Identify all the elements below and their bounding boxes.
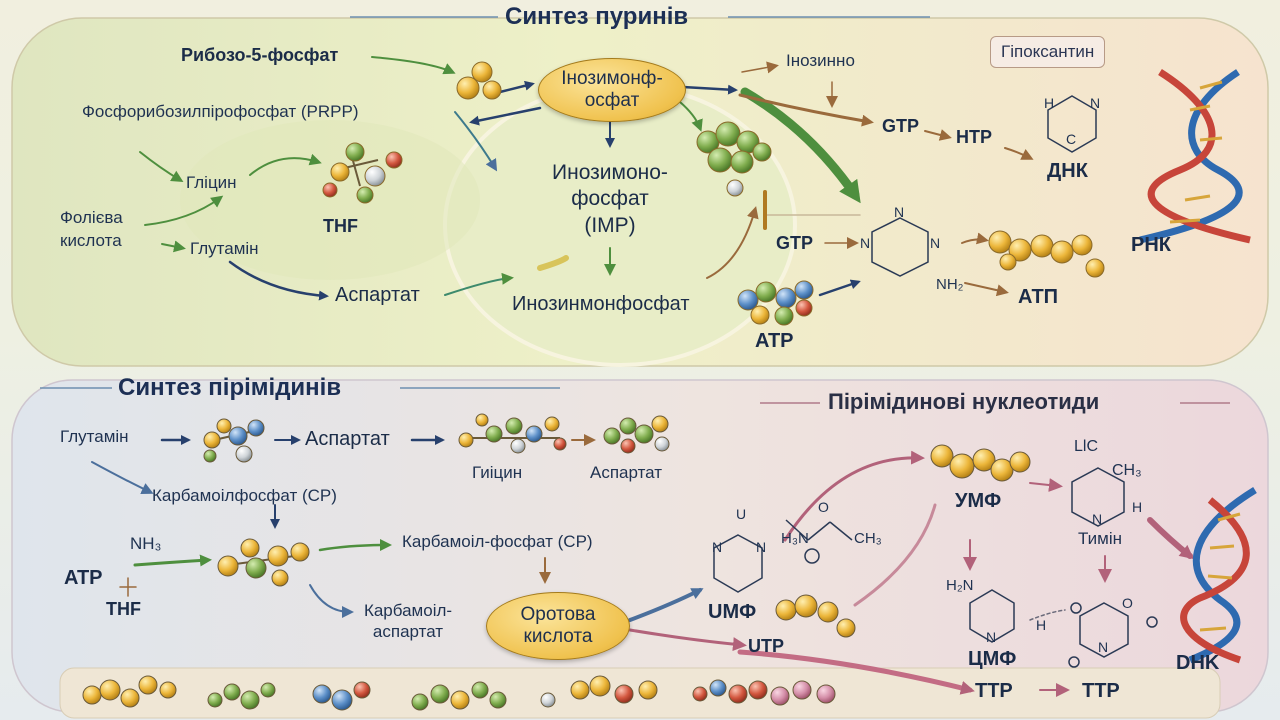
pyr-ring-h-thymine: H bbox=[1132, 499, 1143, 515]
label-folic-acid-line2: кислота bbox=[60, 231, 122, 250]
pyr-label-aspartate-1: Аспартат bbox=[305, 428, 390, 450]
ring-atom-h: H bbox=[1044, 95, 1055, 111]
pyr-label-carbamoyl-phosphate-2: Карбамоіл-фосфат (CP) bbox=[402, 532, 593, 551]
ring-atom-n-top: N bbox=[894, 204, 905, 220]
label-rna: РНК bbox=[1131, 234, 1171, 256]
pyr-ring-o-ttp: O bbox=[1122, 595, 1133, 611]
label-inosine-monophosphate: Инозинмонфосфат bbox=[512, 293, 690, 315]
ring-atom-n-left: N bbox=[860, 235, 871, 251]
purine-zone bbox=[11, 17, 1269, 367]
label-htp: HTP bbox=[956, 127, 992, 147]
pyr-ring-n-2: N bbox=[756, 539, 767, 555]
purine-ring-structures bbox=[871, 95, 1097, 277]
pyr-label-ttp-2: TTP bbox=[1082, 680, 1120, 702]
pyr-label-dhk: DHK bbox=[1176, 652, 1220, 674]
pyr-label-thf: THF bbox=[106, 599, 141, 619]
dna-helix-bottom bbox=[1180, 487, 1257, 664]
bottom-molecule-strip bbox=[82, 675, 836, 711]
label-aspartate: Аспартат bbox=[335, 284, 420, 306]
pyrimidine-section-title: Синтез пірімідинів bbox=[118, 374, 342, 401]
label-atp-ukrainian: АТП bbox=[1018, 286, 1059, 308]
purine-molecules bbox=[322, 61, 1105, 326]
pyr-ring-h-cmp: H bbox=[1036, 617, 1047, 633]
label-ribose-5-phosphate: Рибозо-5-фосфат bbox=[181, 45, 339, 65]
carbamoyl-aspartate-line2: аспартат bbox=[372, 622, 444, 642]
ring-atom-c: C bbox=[1066, 131, 1077, 147]
pyr-ring-n-cmp: N bbox=[986, 629, 997, 645]
pyr-label-carbamoyl-phosphate: Карбамоілфосфат (CP) bbox=[152, 486, 337, 505]
pyr-label-ttp-1: TTP bbox=[975, 680, 1013, 702]
pyr-label-ch3-amide: CH₃ bbox=[854, 530, 882, 547]
orotic-acid-node: Оротова кислота bbox=[486, 592, 630, 660]
pyrimidine-nucleotides-title: Пірімідинові нуклеотиди bbox=[828, 389, 1100, 414]
label-inosine: Інозинно bbox=[786, 51, 855, 70]
label-folic-acid-line1: Фолієва bbox=[60, 208, 123, 227]
pyr-label-aspartate-2: Аспартат bbox=[590, 463, 663, 482]
label-atp-purine: ATP bbox=[755, 330, 794, 352]
ring-atom-n-upper: N bbox=[1090, 95, 1101, 111]
purine-section-title: Синтез пуринів bbox=[505, 3, 689, 30]
pyr-label-glutamine: Глутамін bbox=[60, 427, 129, 446]
label-prpp: Фосфорибозилпірофосфат (PRPP) bbox=[82, 102, 359, 121]
pyrimidine-ring-structures bbox=[713, 467, 1158, 668]
pyr-label-lc: LlC bbox=[1074, 438, 1099, 455]
label-gtp-mid: GTP bbox=[776, 233, 814, 253]
pyr-label-cmp: ЦМФ bbox=[968, 648, 1017, 670]
pyr-ring-n-ttp: N bbox=[1098, 639, 1109, 655]
dna-helix-top bbox=[1139, 69, 1251, 244]
pyr-label-thymine: Тимін bbox=[1078, 529, 1122, 548]
pyr-label-h3n: H₃N bbox=[781, 530, 809, 547]
pyr-ring-n-1: N bbox=[712, 539, 723, 555]
pyr-label-carbamoyl-aspartate: Карбамоіл- аспартат bbox=[348, 600, 468, 643]
pyr-label-glycine: Гиіцин bbox=[472, 463, 523, 482]
pyr-label-ump-1: UМФ bbox=[708, 601, 757, 623]
orotic-acid-line1: Оротова bbox=[520, 604, 596, 626]
imp-oval-line1: Інозимонф- bbox=[561, 68, 663, 90]
imp-center-label: Инозимоно- фосфат (IMP) bbox=[518, 160, 702, 239]
pyrimidine-molecules bbox=[203, 413, 1031, 638]
pyr-label-nh3: NH₃ bbox=[130, 534, 162, 553]
imp-oval-node: Інозимонф- осфат bbox=[538, 58, 686, 122]
pyr-label-utp: UTP bbox=[748, 636, 784, 656]
imp-oval-line2: осфат bbox=[584, 90, 640, 111]
orotic-acid-line2: кислота bbox=[523, 626, 593, 647]
label-glutamine: Глутамін bbox=[190, 239, 259, 258]
hypoxanthine-tag: Гіпоксантин bbox=[990, 36, 1106, 68]
carbamoyl-aspartate-line1: Карбамоіл- bbox=[363, 601, 453, 620]
pyr-label-atp: ATP bbox=[64, 567, 103, 589]
label-dna-top: ДНК bbox=[1047, 160, 1088, 182]
imp-center-line2: фосфат bbox=[571, 187, 649, 211]
pyrimidine-arrows bbox=[91, 434, 1194, 697]
pyr-label-u: U bbox=[736, 506, 747, 522]
pyr-label-ump-2: УМФ bbox=[955, 490, 1002, 512]
label-thf: THF bbox=[323, 216, 358, 236]
imp-center-line1: Инозимоно- bbox=[552, 161, 668, 184]
pyr-label-h2n: H₂N bbox=[946, 577, 974, 594]
label-glycine: Гліцин bbox=[186, 173, 237, 192]
label-nh2: NH₂ bbox=[936, 276, 964, 293]
imp-center-line3: (IMP) bbox=[584, 213, 636, 237]
pyr-ring-o-amide: O bbox=[818, 499, 829, 515]
label-gtp-top: GTP bbox=[882, 116, 920, 136]
ring-atom-n-right: N bbox=[930, 235, 941, 251]
pyr-ring-n-thymine: N bbox=[1092, 511, 1103, 527]
purine-arrows bbox=[139, 56, 1034, 301]
pyr-label-ch3-thymine: CH₃ bbox=[1112, 462, 1142, 479]
title-rules bbox=[40, 16, 1230, 404]
